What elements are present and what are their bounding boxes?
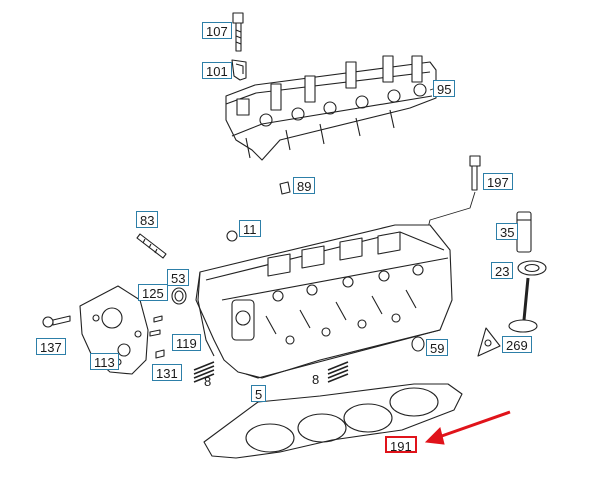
callout-101[interactable]: 101 bbox=[202, 62, 232, 79]
plug-125 bbox=[171, 287, 187, 305]
clip-101-part bbox=[231, 59, 247, 81]
cover-plate-113 bbox=[79, 285, 149, 375]
stud-83-part bbox=[136, 233, 167, 259]
label-8-right: 8 bbox=[312, 372, 320, 387]
plug-59 bbox=[411, 336, 425, 352]
callout-95[interactable]: 95 bbox=[433, 80, 456, 97]
callout-53[interactable]: 53 bbox=[167, 269, 190, 286]
callout-125[interactable]: 125 bbox=[138, 284, 168, 301]
valve-269 bbox=[508, 277, 538, 333]
bolt-107-part bbox=[232, 12, 244, 52]
ring-11 bbox=[226, 230, 238, 242]
bolt-197-part bbox=[469, 155, 481, 191]
callout-191-highlighted[interactable]: 191 bbox=[385, 436, 417, 454]
callout-113[interactable]: 113 bbox=[90, 353, 119, 370]
highlight-arrow bbox=[424, 410, 511, 445]
spring-8-left bbox=[193, 361, 215, 383]
callout-119[interactable]: 119 bbox=[172, 334, 201, 351]
part-89 bbox=[279, 181, 291, 195]
callout-197[interactable]: 197 bbox=[483, 173, 513, 190]
callout-11[interactable]: 11 bbox=[239, 220, 261, 237]
pin-131 bbox=[155, 349, 165, 359]
pin-119 bbox=[149, 315, 163, 337]
callout-89[interactable]: 89 bbox=[293, 177, 316, 194]
callout-131[interactable]: 131 bbox=[152, 364, 182, 381]
callout-5[interactable]: 5 bbox=[251, 385, 267, 402]
cylinder-head-5 bbox=[195, 224, 453, 379]
head-gasket-191 bbox=[203, 383, 463, 459]
callout-35[interactable]: 35 bbox=[496, 223, 519, 240]
valve-stem-seal-35 bbox=[516, 211, 532, 253]
spring-8-right bbox=[327, 361, 349, 383]
callout-59[interactable]: 59 bbox=[426, 339, 449, 356]
callout-107[interactable]: 107 bbox=[202, 22, 232, 39]
callout-83[interactable]: 83 bbox=[136, 211, 159, 228]
label-8-left: 8 bbox=[204, 374, 212, 389]
callout-269[interactable]: 269 bbox=[502, 336, 532, 353]
callout-23[interactable]: 23 bbox=[491, 262, 514, 279]
bolt-137-part bbox=[42, 315, 71, 328]
callout-137[interactable]: 137 bbox=[36, 338, 66, 355]
valve-spring-retainer-23 bbox=[517, 260, 547, 276]
sprocket-269 bbox=[477, 327, 501, 357]
camshaft-cap-assembly-95 bbox=[225, 55, 437, 161]
